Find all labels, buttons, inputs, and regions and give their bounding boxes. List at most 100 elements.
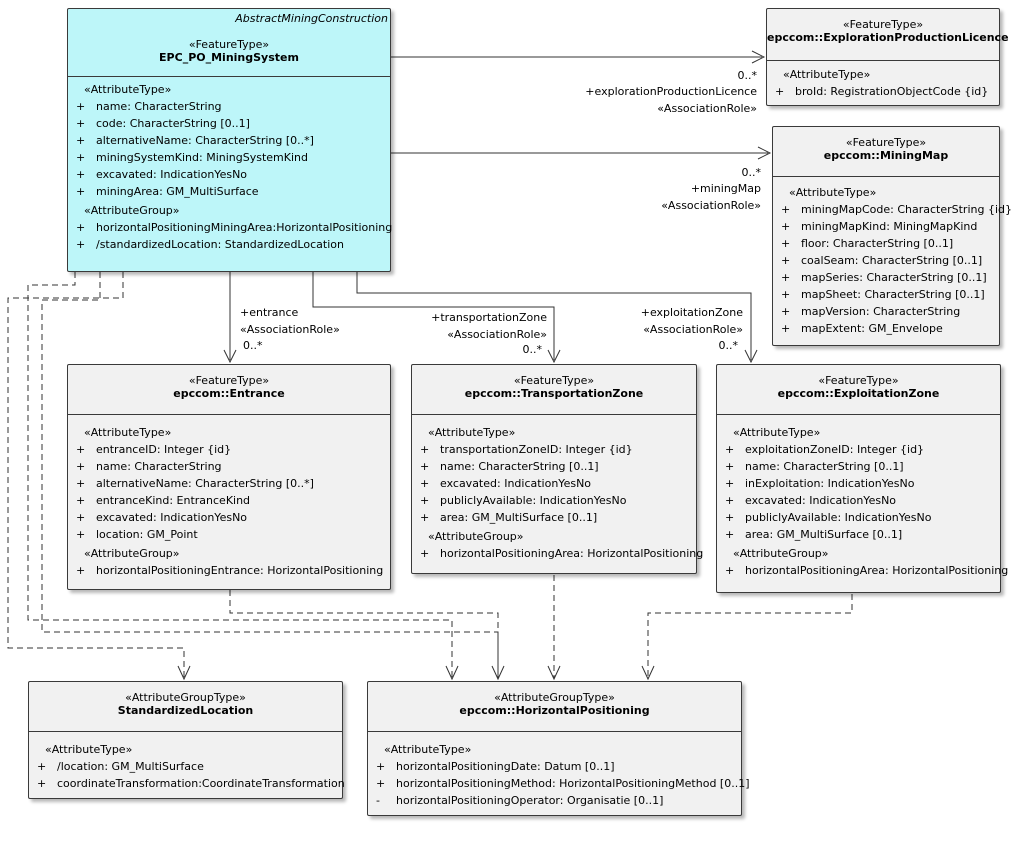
attribute-row: +excavated: IndicationYesNo — [76, 168, 248, 181]
exploitation-zone-multiplicity: 0..* — [718, 339, 739, 352]
attribute-row: -horizontalPositioningOperator: Organisa… — [376, 794, 664, 807]
arrowhead-entrance — [223, 349, 237, 364]
class-name: epccom::ExploitationZone — [777, 387, 940, 400]
attribute-row: +mapExtent: GM_Envelope — [781, 322, 943, 335]
attribute-row: +coalSeam: CharacterString [0..1] — [781, 254, 983, 267]
attribute-group-section-title: «AttributeGroup» — [84, 204, 180, 217]
attribute-group-row: +horizontalPositioningArea: HorizontalPo… — [725, 564, 1009, 577]
exploitation-zone-role-stereotype: «AssociationRole» — [643, 323, 743, 336]
class-name: epccom::ExplorationProductionLicence — [767, 31, 1009, 44]
dependency-arrowhead-hp-2 — [491, 665, 505, 681]
class-mining-map[interactable]: «FeatureType» epccom::MiningMap «Attribu… — [772, 126, 1012, 346]
attribute-row: +horizontalPositioningDate: Datum [0..1] — [376, 760, 615, 773]
transportation-zone-role-stereotype: «AssociationRole» — [447, 328, 547, 341]
abstract-parent-label: AbstractMiningConstruction — [235, 12, 388, 25]
attribute-row: +miningSystemKind: MiningSystemKind — [76, 151, 308, 164]
class-stereotype: «FeatureType» — [845, 136, 927, 149]
attribute-row: +alternativeName: CharacterString [0..*] — [76, 134, 314, 147]
attribute-group-row: +horizontalPositioningArea: HorizontalPo… — [420, 547, 704, 560]
attribute-row: +publiclyAvailable: IndicationYesNo — [420, 494, 627, 507]
class-transportation-zone[interactable]: «FeatureType» epccom::TransportationZone… — [411, 364, 704, 574]
class-standardized-location[interactable]: «AttributeGroupType» StandardizedLocatio… — [28, 681, 345, 799]
attribute-row: +name: CharacterString — [76, 100, 222, 113]
attribute-section-title: «AttributeType» — [733, 426, 821, 439]
attribute-row: +miningArea: GM_MultiSurface — [76, 185, 259, 198]
class-entrance[interactable]: «FeatureType» epccom::Entrance «Attribut… — [67, 364, 391, 590]
entrance-role-stereotype: «AssociationRole» — [240, 323, 340, 336]
class-header: «FeatureType» epccom::ExplorationProduct… — [767, 9, 1009, 61]
attribute-row: +entranceKind: EntranceKind — [76, 494, 251, 507]
attribute-row: +name: CharacterString — [76, 460, 222, 473]
arrowhead-licence — [751, 50, 766, 64]
attribute-row: +broId: RegistrationObjectCode {id} — [775, 85, 989, 98]
class-name: EPC_PO_MiningSystem — [159, 51, 299, 64]
dependency-entrance-horizontal-positioning — [229, 590, 499, 678]
dependency-arrowhead-hp-1 — [445, 665, 459, 681]
dependency-mining-system-horizontal-positioning-b — [27, 272, 453, 678]
class-stereotype: «AttributeGroupType» — [494, 691, 615, 704]
association-line-exploitation-zone — [356, 272, 752, 360]
attribute-row: +alternativeName: CharacterString [0..*] — [76, 477, 314, 490]
class-name: StandardizedLocation — [117, 704, 254, 717]
attribute-row: +code: CharacterString [0..1] — [76, 117, 250, 130]
attribute-row: +mapSeries: CharacterString [0..1] — [781, 271, 987, 284]
attribute-row: +transportationZoneID: Integer {id} — [420, 443, 633, 456]
class-mining-system[interactable]: AbstractMiningConstruction «FeatureType»… — [67, 8, 393, 272]
class-stereotype: «FeatureType» — [513, 374, 595, 387]
class-header: «FeatureType» epccom::Entrance — [68, 365, 390, 415]
arrowhead-mining-map — [757, 146, 772, 160]
dependency-exploitation-horizontal-positioning — [647, 594, 853, 678]
attribute-row: +location: GM_Point — [76, 528, 198, 541]
attribute-row: +name: CharacterString [0..1] — [420, 460, 599, 473]
dependency-mining-system-standardized-location — [7, 272, 185, 678]
dependency-arrowhead-hp-3 — [547, 665, 561, 681]
entrance-multiplicity: 0..* — [243, 339, 263, 352]
attribute-row: +excavated: IndicationYesNo — [420, 477, 592, 490]
class-name: epccom::Entrance — [173, 387, 285, 400]
class-name: epccom::TransportationZone — [464, 387, 644, 400]
class-exploitation-zone[interactable]: «FeatureType» epccom::ExploitationZone «… — [716, 364, 1009, 593]
class-stereotype: «FeatureType» — [188, 38, 270, 51]
class-horizontal-positioning[interactable]: «AttributeGroupType» epccom::HorizontalP… — [367, 681, 750, 816]
attribute-row: +inExploitation: IndicationYesNo — [725, 477, 915, 490]
transportation-zone-role: +transportationZone — [431, 311, 547, 324]
attribute-row: +/location: GM_MultiSurface — [37, 760, 204, 773]
attribute-row: +excavated: IndicationYesNo — [76, 511, 248, 524]
attribute-group-row: +/standardizedLocation: StandardizedLoca… — [76, 238, 344, 251]
class-header: AbstractMiningConstruction «FeatureType»… — [68, 9, 390, 77]
licence-multiplicity: 0..* — [737, 69, 758, 82]
class-stereotype: «FeatureType» — [818, 374, 899, 387]
licence-role: +explorationProductionLicence — [585, 85, 757, 98]
class-header: «FeatureType» epccom::MiningMap — [773, 127, 999, 177]
attribute-row: +publiclyAvailable: IndicationYesNo — [725, 511, 932, 524]
attribute-row: +mapSheet: CharacterString [0..1] — [781, 288, 985, 301]
dependency-arrowhead-hp-4 — [641, 665, 655, 681]
class-stereotype: «FeatureType» — [188, 374, 270, 387]
attribute-row: +excavated: IndicationYesNo — [725, 494, 897, 507]
entrance-role: +entrance — [240, 306, 299, 319]
attribute-group-section-title: «AttributeGroup» — [84, 547, 180, 560]
attribute-row: +miningMapKind: MiningMapKind — [781, 220, 978, 233]
attribute-row: +mapVersion: CharacterString — [781, 305, 961, 318]
attribute-row: +area: GM_MultiSurface [0..1] — [725, 528, 903, 541]
exploitation-zone-role: +exploitationZone — [640, 306, 743, 319]
licence-role-stereotype: «AssociationRole» — [657, 102, 757, 115]
attribute-section-title: «AttributeType» — [789, 186, 877, 199]
attribute-group-section-title: «AttributeGroup» — [733, 547, 829, 560]
class-exploration-production-licence[interactable]: «FeatureType» epccom::ExplorationProduct… — [766, 8, 1009, 106]
attribute-section-title: «AttributeType» — [45, 743, 133, 756]
attribute-row: +miningMapCode: CharacterString {id} — [781, 203, 1012, 216]
transportation-zone-multiplicity: 0..* — [522, 343, 543, 356]
attribute-row: +exploitationZoneID: Integer {id} — [725, 443, 925, 456]
attribute-group-row: +horizontalPositioningMiningArea:Horizon… — [76, 221, 393, 234]
attribute-group-section-title: «AttributeGroup» — [428, 530, 524, 543]
dependency-mining-system-horizontal-positioning-a — [41, 272, 499, 678]
attribute-row: +area: GM_MultiSurface [0..1] — [420, 511, 598, 524]
class-header: «AttributeGroupType» epccom::HorizontalP… — [368, 682, 741, 732]
mining-map-role-stereotype: «AssociationRole» — [661, 199, 761, 212]
class-stereotype: «FeatureType» — [842, 18, 924, 31]
attribute-section-title: «AttributeType» — [84, 426, 172, 439]
class-stereotype: «AttributeGroupType» — [125, 691, 246, 704]
attribute-row: +entranceID: Integer {id} — [76, 443, 232, 456]
